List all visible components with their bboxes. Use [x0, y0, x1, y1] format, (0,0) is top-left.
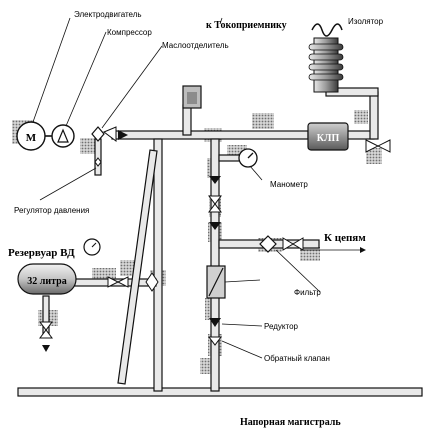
klp-valve: КЛП — [307, 122, 349, 151]
labels: Электродвигатель Компрессор Маслоотделит… — [8, 10, 384, 428]
reservoir-title-label: Резервуар ВД — [8, 247, 75, 259]
compressor-symbol — [51, 124, 75, 148]
top-pipe — [111, 130, 309, 140]
right-riser-valves — [208, 176, 222, 230]
reservoir-valves — [39, 272, 159, 352]
filter-label: Фильтр — [294, 288, 321, 297]
pressure-regulator-valve — [91, 126, 128, 167]
electric-motor: М — [16, 121, 46, 151]
svg-text:КЛП: КЛП — [317, 133, 340, 144]
to-circuits-label: К цепям — [324, 232, 366, 244]
filter-element — [206, 265, 226, 299]
left-riser-pipe — [153, 138, 163, 392]
insulator — [308, 23, 344, 93]
manometer-label: Манометр — [270, 180, 308, 189]
leader-lines — [32, 17, 366, 359]
main-line-pipe — [17, 387, 423, 397]
to-collector-label: к Токоприемнику — [206, 20, 287, 31]
right-riser-pipe — [210, 138, 220, 392]
oil-separator-label: Маслоотделитель — [162, 41, 229, 50]
circuits-valves — [259, 235, 304, 253]
reservoir-vd: 32 литра — [17, 263, 77, 295]
check-valve-label: Обратный клапан — [264, 354, 330, 363]
svg-text:32 литра: 32 литра — [27, 276, 66, 287]
reducer-valve — [208, 318, 222, 346]
manometer-gauge — [238, 148, 258, 168]
svg-text:М: М — [26, 132, 37, 144]
klp-outlet-valve — [365, 139, 391, 153]
reducer-label: Редуктор — [264, 322, 299, 331]
pressure-regulator-label: Регулятор давления — [14, 206, 89, 215]
compressor-label: Компрессор — [107, 28, 152, 37]
insulator-label: Изолятор — [348, 17, 384, 26]
main-line-label: Напорная магистраль — [240, 417, 341, 428]
motor-label: Электродвигатель — [74, 10, 142, 19]
oil-separator — [182, 85, 202, 109]
pipes — [17, 87, 423, 397]
reservoir-gauge — [83, 238, 101, 256]
